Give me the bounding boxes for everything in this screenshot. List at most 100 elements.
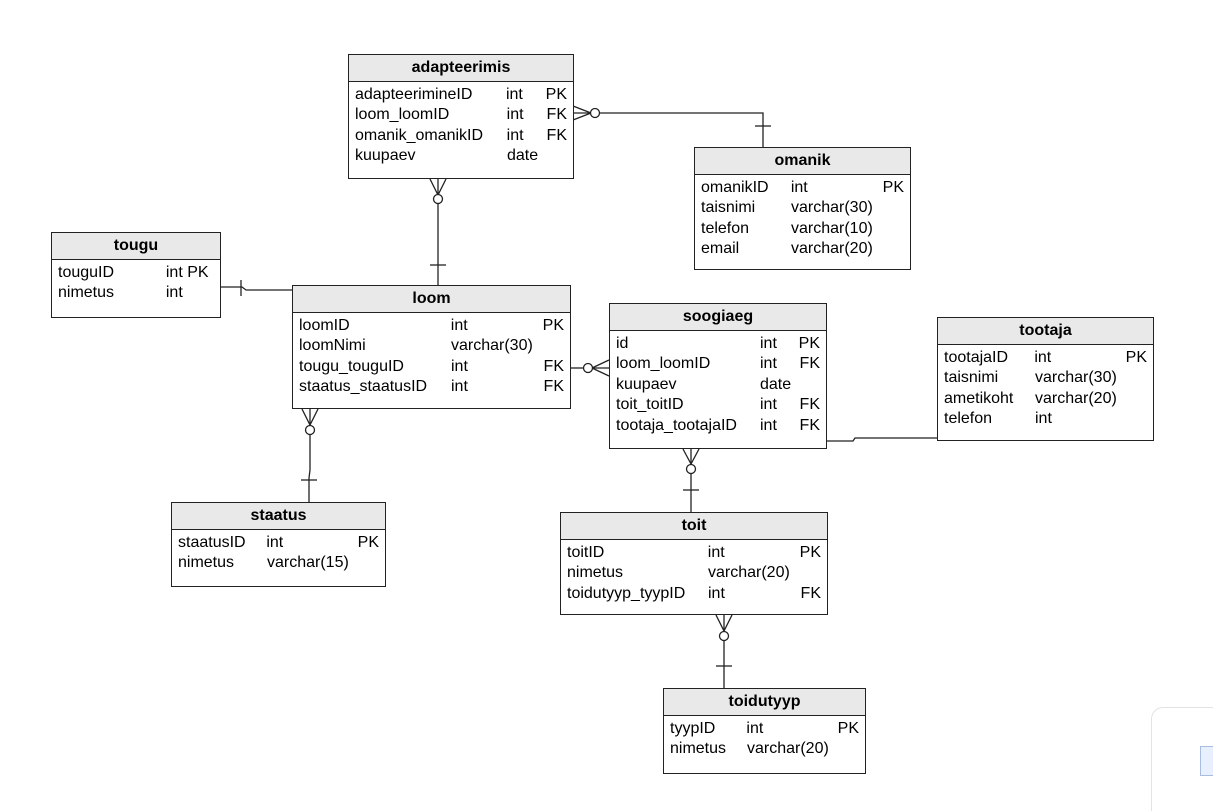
- attribute-key: PK: [357, 534, 379, 551]
- attribute-name: toit_toitID: [616, 396, 684, 414]
- attribute-key: PK: [1125, 349, 1147, 366]
- attribute-type: varchar(30): [791, 199, 873, 217]
- attribute-key: [800, 563, 821, 583]
- attribute-name: toitID: [567, 544, 605, 561]
- attribute-key: [883, 239, 904, 259]
- attribute-type: date: [507, 147, 539, 165]
- attribute-type: int: [790, 179, 808, 196]
- attribute-type: int: [760, 335, 777, 352]
- attribute-name: toidutyyp_tyypID: [567, 584, 686, 602]
- attribute-type: date: [760, 375, 792, 393]
- attribute-row: tyypID int PK: [670, 719, 859, 739]
- entity-title: loom: [293, 286, 570, 313]
- attribute-type: varchar(30): [451, 337, 533, 355]
- attribute-name: nimetus: [178, 554, 235, 572]
- attribute-name: nimetus: [670, 740, 727, 758]
- rel-loom-staatus: [301, 408, 319, 502]
- attribute-name: telefon: [944, 410, 993, 428]
- entity-title: adapteerimis: [349, 55, 573, 82]
- attribute-name: touguID: [58, 264, 115, 281]
- attribute-key: [1127, 368, 1147, 388]
- attribute-key: [798, 375, 820, 395]
- attribute-type: int: [165, 284, 183, 302]
- attribute-type: varchar(20): [708, 564, 790, 582]
- attribute-type: int: [746, 720, 764, 737]
- attribute-name: nimetus: [567, 564, 624, 582]
- entity-title: toit: [561, 513, 827, 540]
- attribute-name: tyypID: [670, 720, 716, 737]
- panel-icon[interactable]: [1200, 746, 1213, 776]
- attribute-row: kuupaev date: [616, 375, 820, 395]
- attribute-key: [359, 553, 379, 573]
- attribute-name: adapteerimineID: [355, 86, 473, 103]
- attribute-type: int: [506, 106, 524, 124]
- attribute-name: omanikID: [701, 179, 769, 196]
- entity-title: toidutyyp: [664, 689, 865, 716]
- attribute-key: [547, 146, 567, 166]
- attribute-key: FK: [543, 378, 564, 396]
- attribute-type: int: [760, 416, 777, 434]
- attribute-type: int: [266, 534, 284, 551]
- attribute-type: int: [1035, 410, 1052, 428]
- attribute-type: int: [760, 396, 777, 414]
- attribute-name: loomID: [299, 317, 350, 334]
- attribute-key: [1127, 389, 1147, 409]
- attribute-type: varchar(20): [1035, 389, 1117, 407]
- attribute-row: taisnimi varchar(30): [701, 198, 904, 218]
- attribute-type: int: [760, 355, 777, 373]
- attribute-key: PK: [837, 720, 859, 737]
- attribute-name: taisnimi: [701, 199, 756, 217]
- rel-soogiaeg-loom: [571, 359, 610, 377]
- entity-title: tootaja: [938, 318, 1153, 345]
- attribute-name: telefon: [701, 219, 750, 237]
- rel-soogiaeg-tootaja: [827, 437, 937, 442]
- attribute-key: PK: [542, 317, 564, 334]
- attribute-name: tougu_touguID: [299, 357, 404, 375]
- attribute-type: varchar(20): [791, 240, 873, 258]
- rel-toit-toidutyyp: [715, 614, 733, 688]
- corner-panel[interactable]: [1151, 707, 1213, 811]
- attribute-row: omanikID int PK: [701, 178, 904, 198]
- attribute-name: ametikoht: [944, 389, 1014, 407]
- attribute-name: kuupaev: [616, 375, 677, 393]
- attribute-name: staatusID: [178, 534, 246, 551]
- attribute-type: int: [451, 378, 468, 396]
- attribute-name: kuupaev: [355, 147, 416, 165]
- attribute-type: int: [1034, 349, 1052, 366]
- attribute-row: nimetus varchar(20): [567, 563, 821, 583]
- attribute-key: PK: [545, 86, 567, 103]
- attribute-type: varchar(30): [1035, 369, 1117, 387]
- attribute-type: int: [451, 357, 468, 375]
- attribute-type: int: [506, 126, 524, 144]
- attribute-name: staatus_staatusID: [299, 378, 428, 396]
- attribute-key: PK: [882, 179, 904, 196]
- rel-adapteerimis-loom: [429, 178, 447, 285]
